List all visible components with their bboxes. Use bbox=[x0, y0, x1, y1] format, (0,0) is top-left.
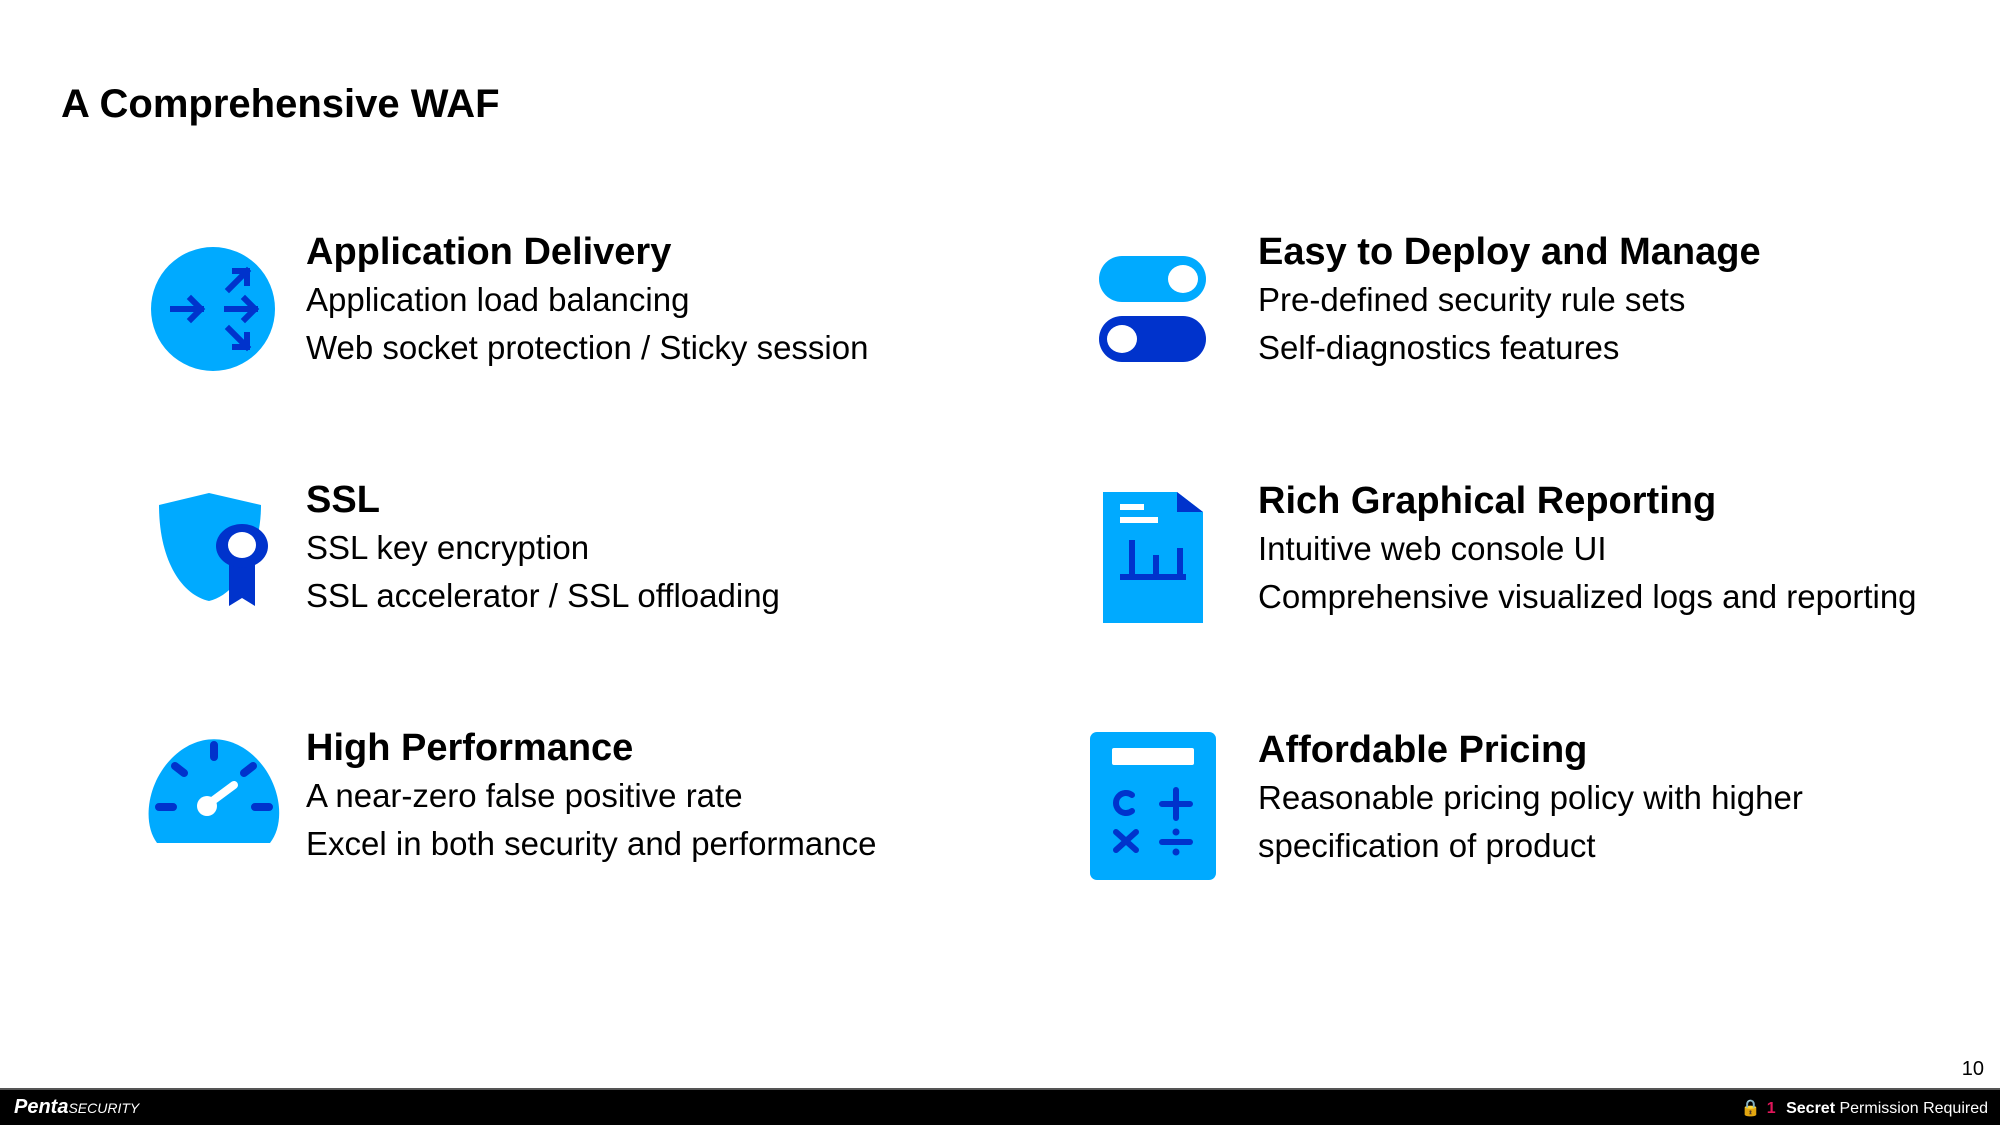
feature-high-performance: High Performance A near-zero false posit… bbox=[306, 724, 876, 868]
feature-line: SSL accelerator / SSL offloading bbox=[306, 577, 780, 614]
feature-line: Web socket protection / Sticky session bbox=[306, 329, 869, 366]
feature-heading: SSL bbox=[306, 479, 380, 521]
feature-heading: Affordable Pricing bbox=[1258, 729, 1588, 771]
report-document-icon bbox=[1103, 492, 1203, 623]
feature-line: Application load balancing bbox=[306, 281, 690, 318]
feature-graphical-reporting: Rich Graphical Reporting Intuitive web c… bbox=[1258, 477, 1917, 621]
feature-heading: Application Delivery bbox=[306, 231, 672, 273]
toggle-switches-icon bbox=[1099, 256, 1206, 362]
classification-text: Secret bbox=[1786, 1100, 1836, 1117]
feature-affordable-pricing: Affordable Pricing Reasonable pricing po… bbox=[1258, 726, 1803, 870]
feature-line: A near-zero false positive rate bbox=[306, 777, 743, 814]
logo-light: SECURITY bbox=[68, 1100, 140, 1116]
feature-line: Comprehensive visualized logs and report… bbox=[1258, 578, 1917, 615]
logo-bold: Penta bbox=[14, 1096, 69, 1118]
feature-line: SSL key encryption bbox=[306, 529, 590, 566]
routing-arrows-icon bbox=[151, 247, 275, 371]
penta-security-logo: PentaSECURITY bbox=[14, 1096, 139, 1119]
feature-line: Pre-defined security rule sets bbox=[1258, 281, 1686, 318]
feature-heading: Easy to Deploy and Manage bbox=[1258, 231, 1761, 273]
feature-heading: High Performance bbox=[306, 727, 634, 769]
speedometer-icon bbox=[148, 739, 280, 843]
feature-line: Reasonable pricing policy with higher bbox=[1258, 779, 1803, 816]
shield-ribbon-icon bbox=[159, 493, 268, 606]
feature-heading: Rich Graphical Reporting bbox=[1258, 480, 1717, 522]
page-number: 10 bbox=[1961, 1058, 1984, 1080]
feature-application-delivery: Application Delivery Application load ba… bbox=[306, 228, 868, 372]
lock-icon: 🔒 bbox=[1740, 1100, 1761, 1117]
feature-easy-deploy: Easy to Deploy and Manage Pre-defined se… bbox=[1258, 228, 1761, 372]
classification-label: 🔒 1 Secret Permission Required bbox=[1741, 1098, 1988, 1118]
classification-level: 1 bbox=[1766, 1100, 1776, 1117]
feature-line: Intuitive web console UI bbox=[1258, 530, 1607, 567]
feature-ssl: SSL SSL key encryption SSL accelerator /… bbox=[306, 476, 780, 620]
calculator-icon bbox=[1090, 732, 1216, 880]
classification-note: Permission Required bbox=[1839, 1100, 1988, 1117]
slide-title: A Comprehensive WAF bbox=[61, 82, 500, 126]
feature-line: Excel in both security and performance bbox=[306, 825, 877, 862]
footer-bar: PentaSECURITY 🔒 1 Secret Permission Requi… bbox=[0, 1088, 2000, 1125]
feature-line: Self-diagnostics features bbox=[1258, 329, 1620, 366]
feature-line: specification of product bbox=[1258, 827, 1596, 864]
